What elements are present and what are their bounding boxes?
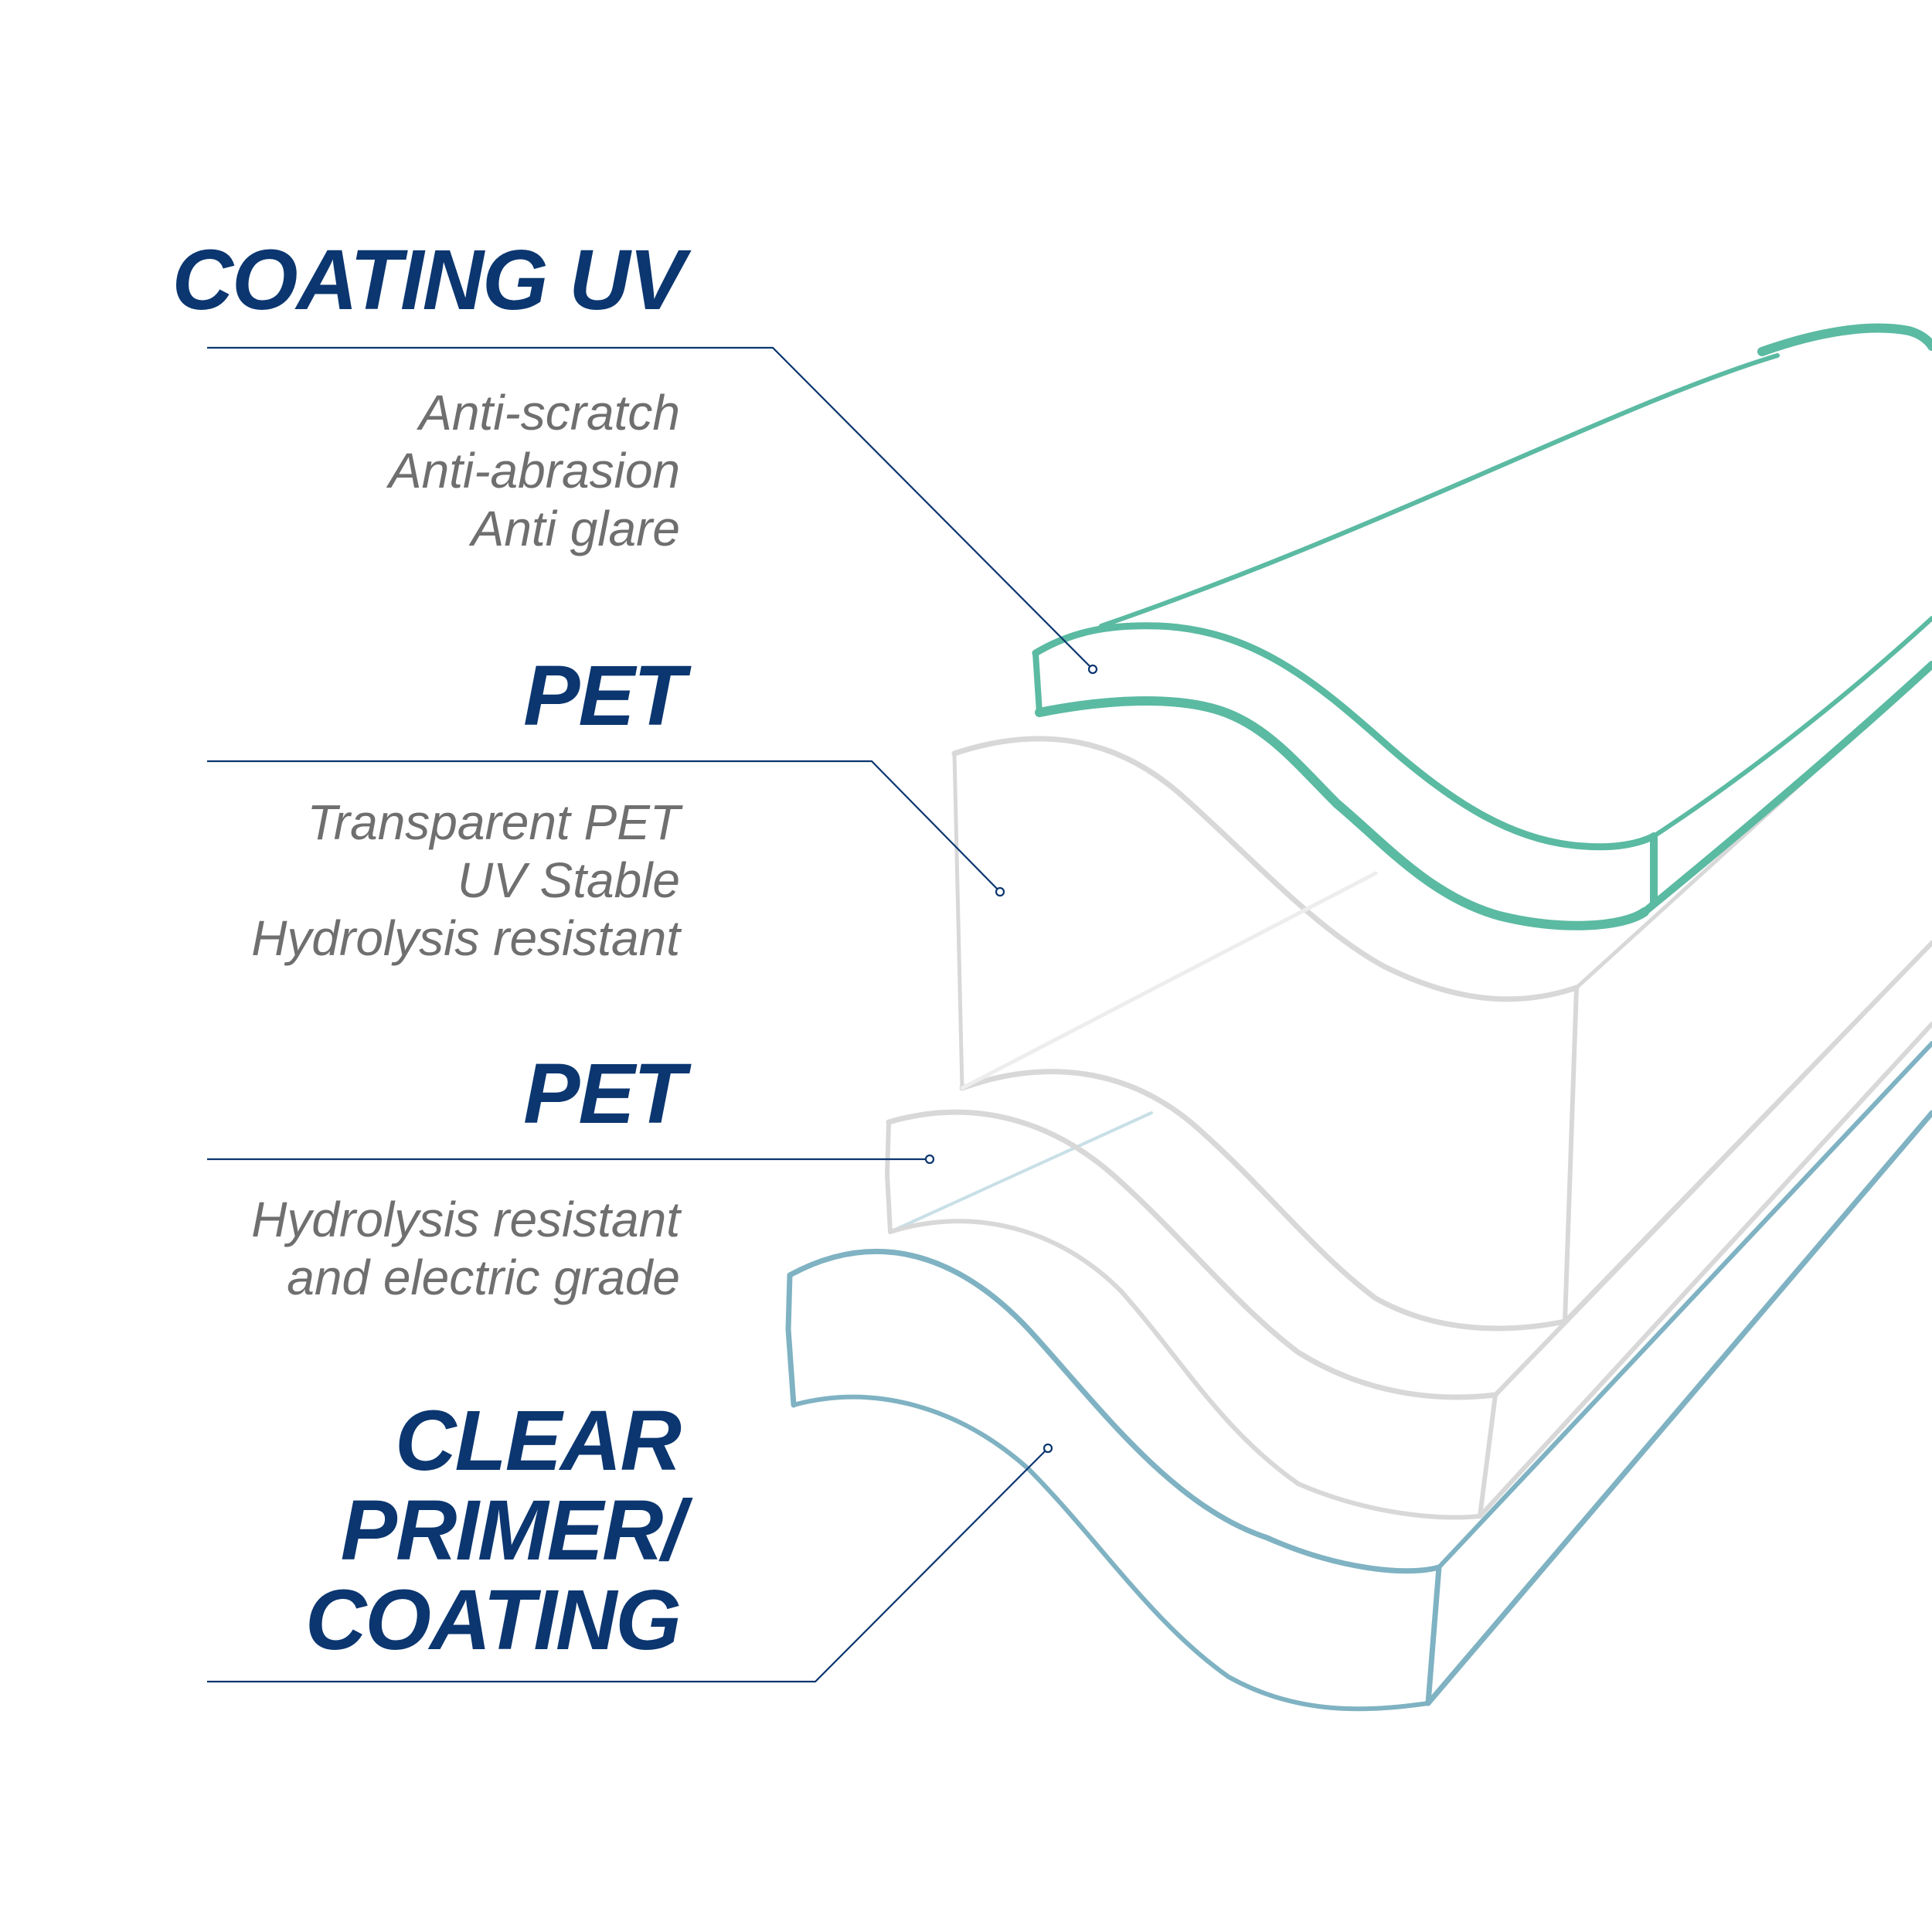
- pet-upper-label-group: PET Transparent PET UV Stable Hydrolysis…: [207, 648, 1005, 966]
- upper-pet-back-seam: [960, 871, 1378, 1090]
- pet-lower-title: PET: [523, 1046, 692, 1141]
- pet-lower-description-2: and electric grade: [287, 1250, 680, 1305]
- clear-primer-title-line-2: PRIMER/: [341, 1483, 694, 1578]
- coating-uv-layer-shape: [1032, 323, 1932, 930]
- layer-stack-illustration: [785, 323, 1932, 1712]
- lower-pet-right-bottom-edge: [1478, 1022, 1932, 1519]
- clear-primer-coating-label-group: CLEAR PRIMER/ COATING: [207, 1393, 1053, 1683]
- coating-uv-top-edge: [1032, 622, 1658, 851]
- upper-pet-bottom-edge: [959, 1069, 1568, 1332]
- coating-uv-description-3: Anti glare: [468, 501, 680, 556]
- pet-upper-leader-line: [207, 760, 1001, 893]
- coating-uv-leader-dot: [1087, 664, 1098, 675]
- pet-upper-description-1: Transparent PET: [307, 794, 682, 850]
- lower-pet-left-side: [885, 1120, 893, 1234]
- pet-upper-leader-dot: [995, 886, 1005, 897]
- clear-primer-title-line-3: COATING: [305, 1573, 680, 1668]
- clear-primer-leader-dot: [1043, 1443, 1053, 1454]
- pet-lower-label-group: PET Hydrolysis resistant and electric gr…: [207, 1046, 935, 1305]
- pet-upper-description-2: UV Stable: [457, 852, 680, 908]
- coating-uv-description-1: Anti-scratch: [416, 385, 680, 440]
- lower-pet-layer-shape: [885, 940, 1932, 1520]
- pet-upper-description-3: Hydrolysis resistant: [251, 910, 682, 966]
- primer-top-edge: [787, 1248, 1442, 1574]
- coating-uv-back-thick: [1757, 323, 1932, 356]
- upper-pet-front-side: [1563, 985, 1579, 1324]
- upper-pet-left-side: [952, 751, 964, 1090]
- clear-primer-title-line-1: CLEAR: [395, 1393, 681, 1488]
- primer-back-seam: [889, 1111, 1153, 1233]
- upper-pet-right-bottom-edge: [1563, 940, 1932, 1324]
- coating-uv-bottom-edge: [1035, 696, 1649, 930]
- primer-front-side: [1425, 1564, 1442, 1706]
- coating-uv-right-bottom-edge: [1641, 661, 1932, 916]
- upper-pet-layer-shape: [951, 662, 1932, 1332]
- primer-right-bottom-edge: [1425, 1110, 1932, 1706]
- primer-right-back-edge: [1437, 1041, 1932, 1570]
- primer-bottom-edge: [791, 1394, 1430, 1712]
- coating-uv-back-top: [1099, 353, 1780, 628]
- coating-uv-title: COATING UV: [172, 233, 692, 328]
- coating-uv-right-edge: [1651, 616, 1932, 838]
- coating-uv-description-2: Anti-abrasion: [386, 443, 680, 498]
- pet-upper-title: PET: [523, 648, 692, 743]
- clear-primer-leader-line: [207, 1447, 1049, 1683]
- primer-left-side: [785, 1272, 797, 1408]
- pet-lower-leader-dot: [924, 1154, 935, 1165]
- lower-pet-top-edge: [886, 1109, 1498, 1400]
- lower-pet-front-side: [1478, 1393, 1498, 1519]
- coating-uv-label-group: COATING UV Anti-scratch Anti-abrasion An…: [172, 233, 1098, 675]
- lower-pet-bottom-edge: [888, 1219, 1482, 1520]
- primer-coating-layer-shape: [785, 1041, 1932, 1712]
- coating-uv-leader-line: [207, 346, 1094, 670]
- upper-pet-top-edge: [951, 736, 1580, 1002]
- pet-lower-description-1: Hydrolysis resistant: [251, 1192, 682, 1247]
- coating-uv-left-side: [1032, 650, 1043, 716]
